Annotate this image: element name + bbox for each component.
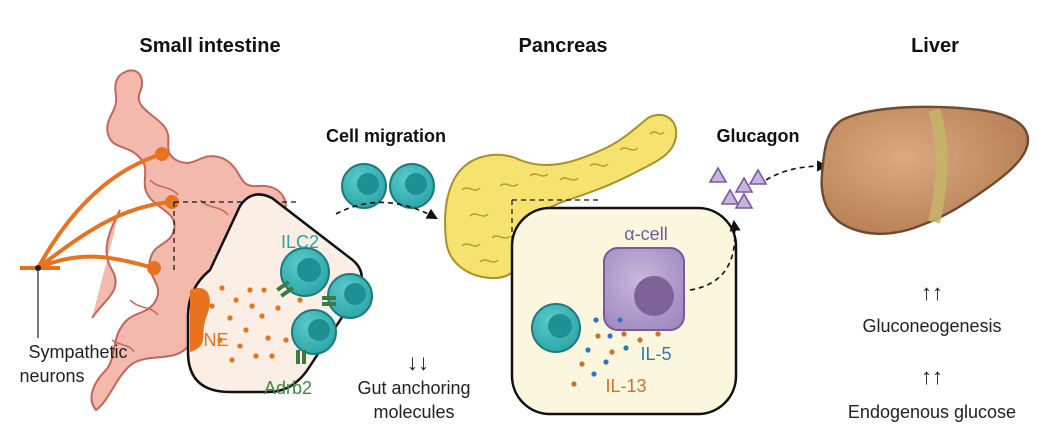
label-gluconeogenesis: Gluconeogenesis: [862, 316, 1001, 336]
neuron-terminal-3: [147, 261, 161, 275]
pancreas-inset: [510, 206, 738, 416]
gut-anchoring-down-arrows: ↓↓: [407, 350, 429, 375]
title-small-intestine: Small intestine: [139, 35, 280, 57]
label-adrb2: Adrb2: [264, 378, 312, 398]
ilc2-cell-inset-3: [291, 309, 337, 355]
title-pancreas: Pancreas: [519, 35, 608, 57]
il5-dots: [585, 317, 629, 377]
ilc2-cell-inset-1: [280, 247, 330, 297]
ilc2-cell-inset-2: [327, 273, 373, 319]
label-glucagon: Glucagon: [716, 126, 799, 146]
label-cell-migration: Cell migration: [326, 126, 446, 146]
title-liver: Liver: [911, 35, 959, 57]
label-sympathetic-line2: neurons: [19, 366, 84, 386]
label-alpha-cell: α-cell: [624, 224, 667, 244]
liver-illustration: [820, 105, 1030, 235]
ne-dots: [209, 285, 321, 363]
small-intestine-illustration: [90, 69, 287, 412]
label-gut-anchoring-line1: Gut anchoring: [357, 378, 470, 398]
label-sympathetic-line1: Sympathetic: [28, 342, 127, 362]
ilc2-cell-pancreas: [531, 303, 581, 353]
pancreas-illustration: [444, 113, 678, 280]
neuron-terminal-2: [165, 195, 179, 209]
glucagon-molecules: [708, 166, 768, 209]
migrating-ilc2-cell-1: [341, 163, 387, 209]
label-il5: IL-5: [640, 344, 671, 364]
neuron-terminal-1: [155, 147, 169, 161]
migration-arrow: [335, 201, 438, 220]
alpha-cell: [603, 247, 685, 331]
alpha-to-glucagon-arrow: [689, 219, 741, 291]
ne-nerve-ending: [190, 288, 210, 352]
il13-dots: [571, 331, 661, 387]
sympathetic-neurons: [20, 147, 179, 338]
label-il13: IL-13: [605, 376, 646, 396]
intestine-inset: [186, 193, 373, 394]
migrating-ilc2-cell-2: [389, 163, 435, 209]
adrb2-receptors: [276, 280, 336, 364]
label-ne: NE: [203, 330, 228, 350]
glucose-up-arrows: ↑↑: [921, 364, 943, 389]
label-endogenous-glucose: Endogenous glucose: [848, 402, 1016, 422]
label-gut-anchoring-line2: molecules: [373, 402, 454, 422]
glucagon-to-liver-arrow: [765, 160, 829, 181]
liver-ligament-band: [928, 108, 948, 224]
label-ilc2: ILC2: [281, 232, 319, 252]
gluconeogenesis-up-arrows: ↑↑: [921, 280, 943, 305]
